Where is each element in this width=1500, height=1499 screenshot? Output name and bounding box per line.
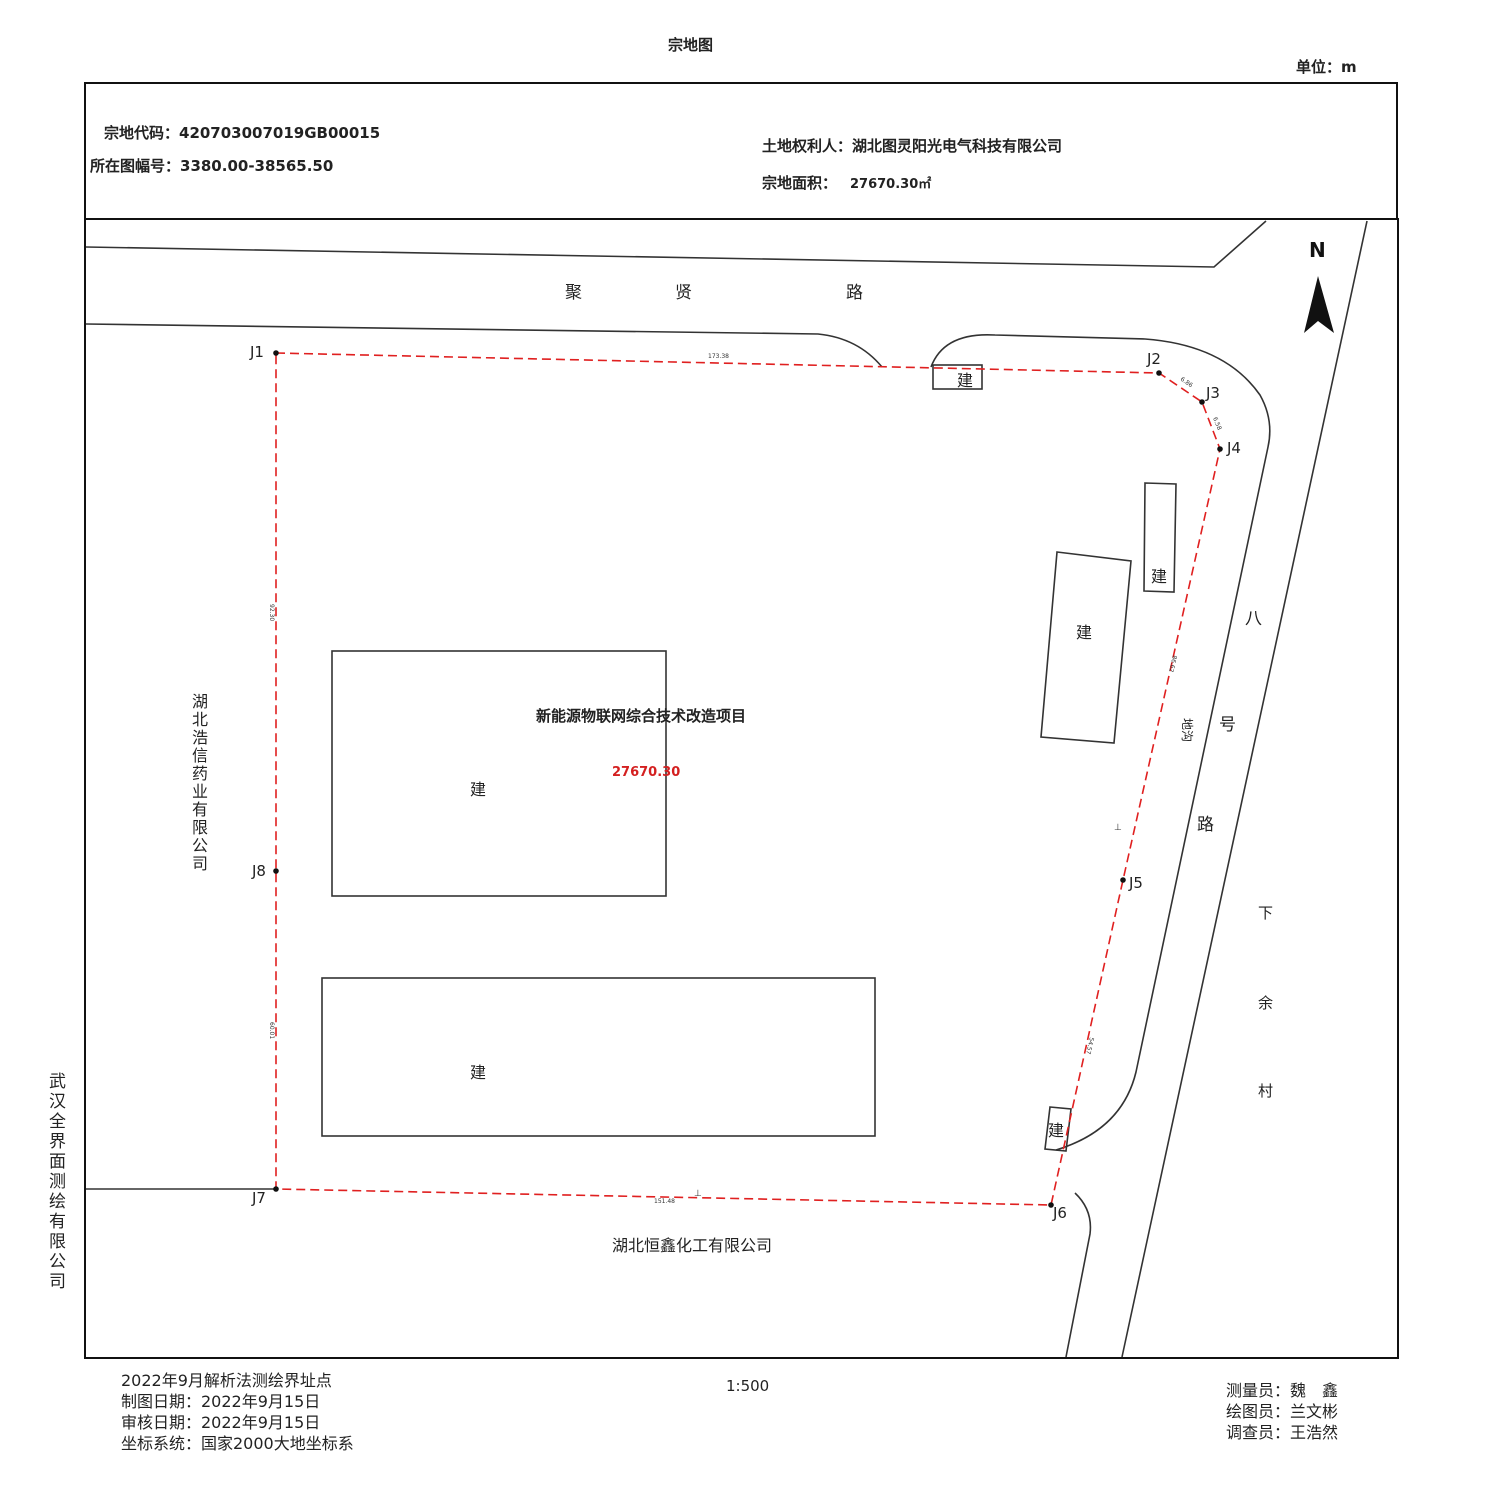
building-2-label: 建 xyxy=(470,1063,486,1082)
parcel-area-value: 27670.30㎡ xyxy=(850,177,932,192)
marker-east: ⊥ xyxy=(1114,823,1122,833)
footer-draw-date: 制图日期：2022年9月15日 xyxy=(121,1392,321,1411)
label-j5: J5 xyxy=(1128,874,1143,892)
label-j4: J4 xyxy=(1226,439,1241,457)
edge-length-north: 173.38 xyxy=(708,353,729,360)
west-neighbor: 湖北浩信药业有限公司 xyxy=(189,693,208,873)
edge-length-south: 151.48 xyxy=(654,1198,675,1205)
land-owner: 土地权利人：湖北图灵阳光电气科技有限公司 xyxy=(762,137,1063,155)
footer-review-date: 审核日期：2022年9月15日 xyxy=(121,1413,321,1432)
building-2 xyxy=(321,977,876,1137)
vertex-j7 xyxy=(273,1186,279,1192)
footer-coord-system: 坐标系统：国家2000大地坐标系 xyxy=(121,1434,354,1453)
edge-length-east-lower: 54.57 xyxy=(1084,1037,1095,1055)
vertex-j6 xyxy=(1048,1202,1054,1208)
label-j7: J7 xyxy=(251,1189,266,1207)
edge-length-east-upper: 86.62 xyxy=(1167,655,1178,673)
village-char-3: 村 xyxy=(1258,1082,1273,1100)
sheet-number: 所在图幅号：3380.00-38565.50 xyxy=(90,157,334,175)
building-1-label: 建 xyxy=(470,780,486,799)
building-5-label: 建 xyxy=(957,371,973,390)
road-east-char-1: 八 xyxy=(1245,609,1262,629)
south-neighbor: 湖北恒鑫化工有限公司 xyxy=(612,1236,772,1255)
building-3-label: 建 xyxy=(1076,623,1092,642)
village-char-1: 下 xyxy=(1258,904,1273,922)
edge-length-j2j3: 6.86 xyxy=(1179,376,1194,389)
header-box xyxy=(84,82,1398,219)
building-6-label: 建 xyxy=(1048,1121,1064,1140)
road-east-char-3: 路 xyxy=(1197,815,1214,835)
parcel-code: 宗地代码：420703007019GB00015 xyxy=(104,124,381,142)
label-j2: J2 xyxy=(1146,350,1161,368)
label-j3: J3 xyxy=(1205,384,1220,402)
map-frame xyxy=(84,218,1399,1359)
road-north-char-2: 贤 xyxy=(675,283,692,303)
road-edge-east-inner-south xyxy=(1065,1192,1092,1358)
edge-length-j3j4: 6.58 xyxy=(1211,416,1223,431)
vertex-j1 xyxy=(273,350,279,356)
label-j8: J8 xyxy=(251,862,266,880)
vertex-j3 xyxy=(1199,399,1205,405)
road-edge-north-bottom-west xyxy=(85,323,883,368)
project-name: 新能源物联网综合技术改造项目 xyxy=(536,707,746,725)
edge-length-west-upper: 92.30 xyxy=(268,604,275,621)
ditch-label: 地沟 xyxy=(1180,718,1194,742)
vertex-j2 xyxy=(1156,370,1162,376)
village-char-2: 余 xyxy=(1258,994,1273,1012)
vertex-j5 xyxy=(1120,877,1126,883)
parcel-boundary xyxy=(275,352,1221,1206)
road-north-char-3: 路 xyxy=(846,283,863,303)
investigator: 调查员：王浩然 xyxy=(1226,1423,1339,1442)
surveyor: 测量员：魏 鑫 xyxy=(1226,1381,1339,1400)
parcel-area-label: 宗地面积： xyxy=(762,174,838,192)
edge-length-west-lower: 60.01 xyxy=(268,1022,275,1039)
building-4 xyxy=(1143,482,1177,593)
vertex-j4 xyxy=(1217,446,1223,452)
label-j6: J6 xyxy=(1052,1204,1067,1222)
north-arrow: N xyxy=(1304,238,1334,333)
road-east-char-2: 号 xyxy=(1219,715,1236,735)
vertex-j8 xyxy=(273,868,279,874)
map-scale: 1:500 xyxy=(726,1377,770,1395)
road-corner-curb xyxy=(930,333,1271,1151)
map-title: 宗地图 xyxy=(668,36,714,54)
road-edge-north-top xyxy=(85,220,1267,268)
building-3 xyxy=(1040,551,1132,744)
parcel-area-center: 27670.30 xyxy=(612,765,680,780)
building-1 xyxy=(331,650,667,897)
road-north-char-1: 聚 xyxy=(565,283,582,303)
north-arrow-icon xyxy=(1304,276,1334,333)
side-company: 武汉全界面测绘有限公司 xyxy=(45,1072,65,1292)
building-4-label: 建 xyxy=(1151,567,1167,586)
north-label: N xyxy=(1309,238,1326,262)
marker-south: ⊥ xyxy=(694,1189,702,1199)
footer-method: 2022年9月解析法测绘界址点 xyxy=(121,1371,332,1390)
unit-label: 单位：m xyxy=(1296,58,1357,76)
label-j1: J1 xyxy=(249,343,264,361)
building-5 xyxy=(932,364,983,390)
building-6 xyxy=(1044,1106,1072,1152)
footer-left: 2022年9月解析法测绘界址点 制图日期：2022年9月15日 审核日期：202… xyxy=(121,1370,354,1454)
footer-right: 测量员：魏 鑫 绘图员：兰文彬 调查员：王浩然 xyxy=(1226,1380,1338,1443)
drafter: 绘图员：兰文彬 xyxy=(1226,1402,1339,1421)
boundary-vertices xyxy=(273,350,1223,1208)
road-edge-east-outer xyxy=(1121,220,1368,1358)
